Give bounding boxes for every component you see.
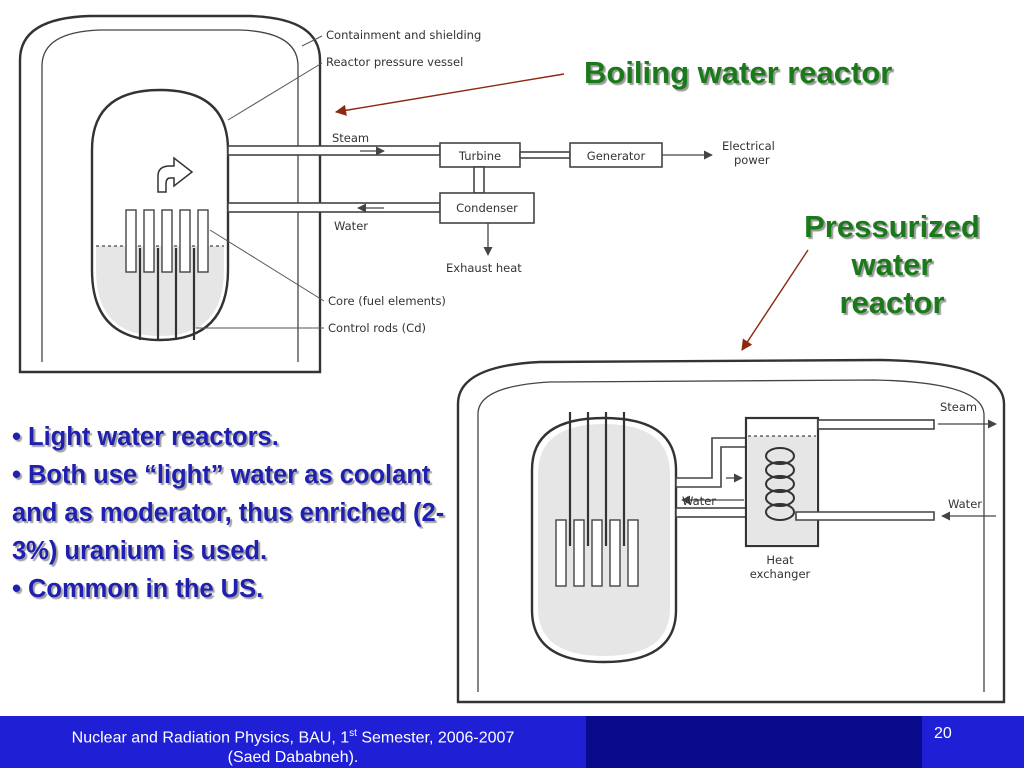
bwr-control-rods bbox=[138, 248, 196, 340]
bwr-containment bbox=[18, 14, 322, 374]
svg-text:Containment and shielding: Containment and shielding bbox=[326, 28, 481, 42]
svg-text:Water: Water bbox=[334, 219, 368, 233]
pwr-title-line: Pressurized bbox=[804, 209, 980, 244]
pwr-diagram: Steam Water Water Heat exchanger bbox=[456, 358, 1006, 704]
pwr-title-line: reactor bbox=[839, 285, 945, 320]
svg-text:Reactor pressure vessel: Reactor pressure vessel bbox=[326, 55, 463, 69]
svg-text:Control rods (Cd): Control rods (Cd) bbox=[328, 321, 426, 335]
bullet-list: • Light water reactors. • Both use “ligh… bbox=[12, 418, 452, 608]
bwr-core bbox=[125, 209, 209, 273]
pwr-core bbox=[555, 519, 639, 587]
svg-text:Steam: Steam bbox=[332, 131, 369, 145]
bwr-steam-arrow bbox=[157, 156, 194, 193]
pwr-hot-leg bbox=[675, 437, 747, 488]
page-number: 20 bbox=[922, 716, 1024, 768]
footer-line2: (Saed Dababneh). bbox=[227, 749, 359, 767]
bwr-pressure-vessel bbox=[90, 88, 230, 342]
pwr-control-rods bbox=[568, 412, 626, 546]
svg-text:Heat: Heat bbox=[766, 553, 794, 567]
bwr-turbine bbox=[439, 142, 521, 168]
footer-line1-suffix: Semester, 2006-2007 bbox=[356, 729, 515, 747]
svg-text:Exhaust heat: Exhaust heat bbox=[446, 261, 522, 275]
bwr-condenser bbox=[439, 192, 535, 224]
bullet-item: • Common in the US. bbox=[12, 575, 264, 603]
svg-text:Core (fuel elements): Core (fuel elements) bbox=[328, 294, 446, 308]
pwr-reactor-vessel bbox=[530, 416, 678, 664]
pwr-title: Pressurized water reactor bbox=[776, 208, 1008, 322]
pwr-pointer-arrow bbox=[741, 249, 809, 351]
pwr-containment bbox=[456, 358, 1006, 704]
footer-bar: Nuclear and Radiation Physics, BAU, 1st … bbox=[0, 716, 1024, 768]
bwr-pointer-arrow bbox=[334, 73, 565, 116]
bwr-diagram: Turbine Generator Condenser Containment … bbox=[18, 14, 775, 374]
svg-text:Generator: Generator bbox=[587, 149, 646, 163]
svg-text:Steam: Steam bbox=[940, 400, 977, 414]
svg-text:Turbine: Turbine bbox=[458, 149, 501, 163]
bwr-title: Boiling water reactor bbox=[584, 55, 893, 90]
svg-text:Water: Water bbox=[682, 494, 716, 508]
bullet-item: • Both use “light” water as coolant and … bbox=[12, 461, 445, 565]
pwr-coil bbox=[765, 447, 795, 521]
svg-text:Water: Water bbox=[948, 497, 982, 511]
svg-text:exchanger: exchanger bbox=[750, 567, 811, 581]
svg-text:Condenser: Condenser bbox=[456, 201, 518, 215]
pwr-title-line: water bbox=[851, 247, 933, 282]
footer-line1-prefix: Nuclear and Radiation Physics, BAU, 1 bbox=[71, 729, 350, 747]
bullet-item: • Light water reactors. bbox=[12, 423, 279, 451]
svg-text:Electrical: Electrical bbox=[722, 139, 775, 153]
footer-citation: Nuclear and Radiation Physics, BAU, 1st … bbox=[0, 716, 586, 768]
svg-text:power: power bbox=[734, 153, 770, 167]
footer-line1-sup: st bbox=[349, 728, 357, 739]
